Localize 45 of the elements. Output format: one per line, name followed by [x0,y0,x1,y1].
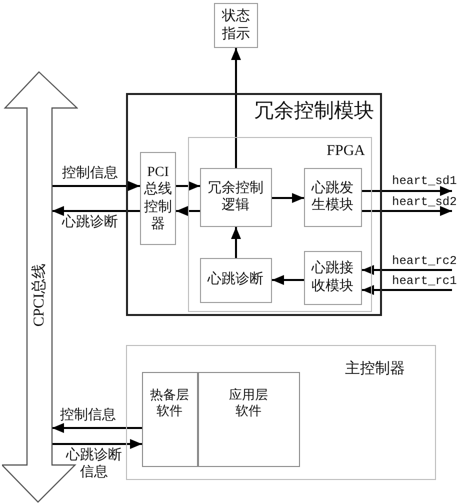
arrow [362,186,452,196]
arrow [52,423,142,433]
arrow [52,206,140,216]
edge-label: heart_rc1 [392,274,457,288]
edge-label: 控制信息 [62,166,118,183]
software-box [142,372,198,466]
arrow [362,265,452,275]
box-label: PCI总线控制器 [143,164,173,234]
arrow [176,206,200,216]
process-box [200,168,272,226]
box-heading: 冗余控制模块 [254,99,374,124]
arrow [231,227,241,258]
edge-label: 控制信息 [60,408,116,425]
edge-label: 心跳诊断 [62,215,118,232]
box-label: 心跳发生模块 [310,180,354,214]
box-label: 热备层软件 [149,386,190,419]
box-heading: 主控制器 [345,360,405,379]
arrow [272,275,304,285]
edge-label: 心跳诊断信息 [64,448,123,482]
arrow [362,285,452,295]
edge-label: heart_rc2 [392,254,457,268]
box-label: 冗余控制逻辑 [206,180,264,214]
box-label: 心跳诊断 [208,271,264,289]
box-label: 状态指示 [221,8,251,43]
arrow [272,193,304,203]
process-box [140,152,176,245]
box-label: 应用层软件 [228,386,269,419]
arrow [176,181,200,191]
process-box [304,250,362,304]
box-label: 心跳接收模块 [310,260,354,295]
software-box [198,372,300,466]
arrow [52,181,140,191]
process-box [304,168,362,226]
edge-label: heart_sd2 [392,195,457,210]
box-heading: FPGA [326,142,365,161]
module-box [126,93,382,316]
arrow [362,206,452,216]
bus-label: CPCI总线 [30,263,48,327]
arrow [52,439,142,449]
arrow [231,48,241,168]
indicator-box [214,3,258,48]
process-box [200,258,272,302]
fpga-box [188,137,372,312]
controller-box [126,345,436,480]
edge-label: heart_sd1 [392,174,457,188]
